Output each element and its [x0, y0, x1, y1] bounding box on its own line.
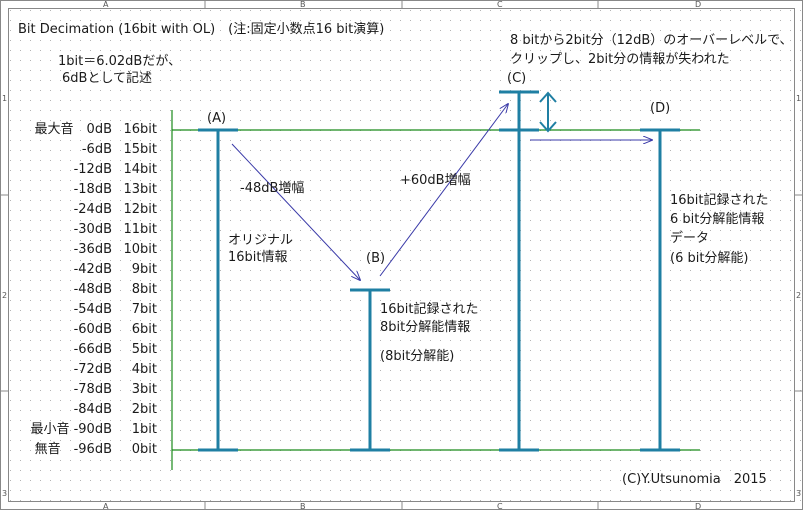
axis-bit-label: 11bit	[123, 222, 157, 237]
arrow-b-to-c	[379, 104, 508, 277]
frame-col-label: C	[497, 0, 503, 9]
axis-level-label: -54dB	[73, 302, 112, 317]
frame-row-label: 3	[796, 489, 801, 498]
axis-level-label: -60dB	[73, 322, 112, 337]
axis-bit-label: 2bit	[131, 402, 157, 417]
axis-level-label: -24dB	[73, 202, 112, 217]
axis-bit-label: 7bit	[131, 302, 157, 317]
frame-row-label: 1	[2, 94, 7, 103]
axis-bit-label: 1bit	[131, 422, 157, 437]
axis-bit-label: 4bit	[131, 362, 157, 377]
axis-bit-label: 9bit	[131, 262, 157, 277]
note-line-1: 1bit＝6.02dBだが、	[58, 54, 182, 69]
frame-row-label: 2	[2, 291, 7, 300]
gain-down-label: -48dB増幅	[240, 181, 305, 196]
bar-d	[640, 128, 680, 452]
point-label-b: (B)	[366, 251, 386, 266]
axis-bit-label: 12bit	[123, 202, 157, 217]
c-description-2: クリップし、2bit分の情報が失われた	[510, 52, 730, 67]
a-description-1: オリジナル	[228, 233, 294, 248]
axis-level-label: -36dB	[73, 242, 112, 257]
arrow-a-to-b	[231, 143, 360, 280]
axis-level-label: 無音 -96dB	[34, 442, 112, 457]
point-label-c: (C)	[507, 71, 527, 86]
axis-level-label: -84dB	[73, 402, 112, 417]
frame-col-label: A	[103, 502, 109, 510]
axis-level-label: -12dB	[73, 162, 112, 177]
axis-bit-label: 6bit	[131, 322, 157, 337]
frame-col-label: C	[497, 502, 503, 510]
axis-bit-label: 0bit	[131, 442, 157, 457]
d-description-4: (6 bit分解能)	[670, 251, 749, 266]
gain-up-label: +60dB増幅	[400, 173, 471, 188]
axis-level-label: -72dB	[73, 362, 112, 377]
point-label-a: (A)	[207, 111, 227, 126]
bar-c	[499, 90, 539, 452]
axis-bit-label: 14bit	[123, 162, 157, 177]
d-description-1: 16bit記録された	[670, 193, 769, 208]
frame-row-label: 3	[2, 489, 7, 498]
axis-level-label: -30dB	[73, 222, 112, 237]
frame-row-label: 2	[796, 291, 801, 300]
axis-bit-label: 3bit	[131, 382, 157, 397]
axis-level-label: 最小音 -90dB	[30, 422, 112, 437]
frame-col-label: B	[300, 502, 306, 510]
c-description-1: 8 bitから2bit分（12dB）のオーバーレベルで、	[510, 33, 793, 48]
frame-col-label: B	[300, 0, 306, 9]
axis-level-label: -42dB	[73, 262, 112, 277]
b-description-3: (8bit分解能)	[380, 349, 455, 364]
note-line-2: 6dBとして記述	[62, 71, 153, 86]
axis-bit-label: 16bit	[123, 122, 157, 137]
axis-bit-label: 8bit	[131, 282, 157, 297]
axis-level-label: -18dB	[73, 182, 112, 197]
frame-col-label: A	[103, 0, 109, 9]
bar-b	[350, 288, 390, 452]
frame-col-label: D	[695, 502, 701, 510]
axis-level-label: -6dB	[81, 142, 112, 157]
axis-level-label: -78dB	[73, 382, 112, 397]
b-description-1: 16bit記録された	[380, 302, 479, 317]
d-description-3: データ	[670, 231, 710, 246]
a-description-2: 16bit情報	[228, 250, 288, 265]
axis-bit-label: 15bit	[123, 142, 157, 157]
bar-a	[198, 128, 238, 452]
copyright: (C)Y.Utsunomia 2015	[622, 472, 767, 487]
b-description-2: 8bit分解能情報	[380, 320, 471, 335]
axis-bit-label: 10bit	[123, 242, 157, 257]
overlevel-arrow	[539, 91, 557, 133]
diagram-title: Bit Decimation (16bit with OL) (注:固定小数点1…	[18, 22, 385, 37]
frame-row-label: 1	[796, 94, 801, 103]
d-description-2: 6 bit分解能情報	[670, 212, 765, 227]
axis-level-label: 最大音 0dB	[34, 122, 112, 137]
point-label-d: (D)	[650, 101, 671, 116]
frame-col-label: D	[695, 0, 701, 9]
axis-bit-label: 13bit	[123, 182, 157, 197]
inner-frame	[8, 8, 795, 502]
axis-level-label: -48dB	[73, 282, 112, 297]
axis-level-label: -66dB	[73, 342, 112, 357]
axis-bit-label: 5bit	[131, 342, 157, 357]
